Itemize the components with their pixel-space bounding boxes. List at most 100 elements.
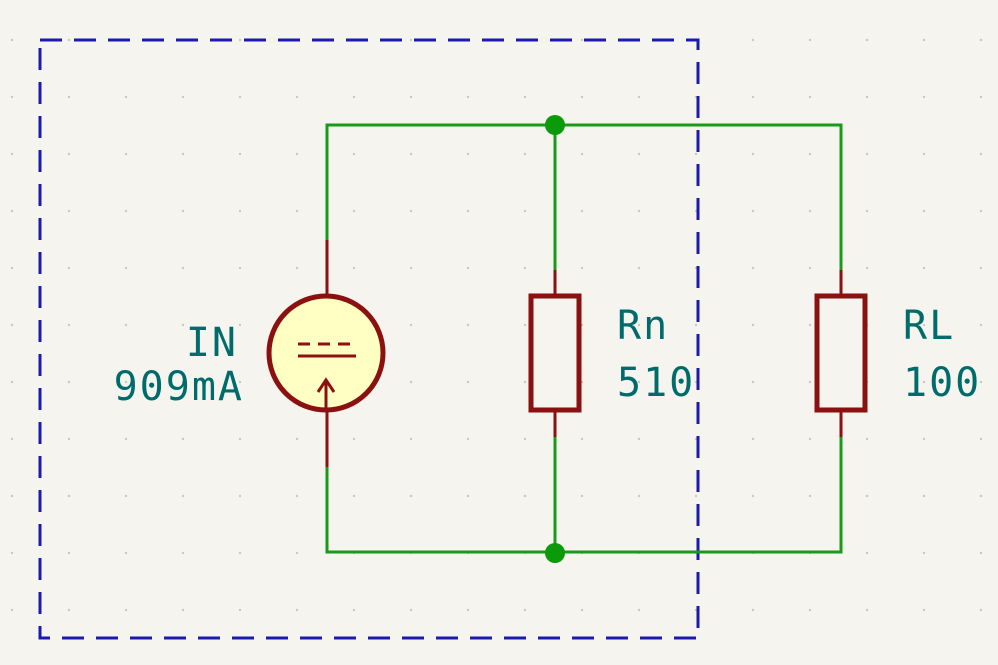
grid-dot (67, 437, 71, 441)
source-value-label: 909mA (114, 364, 244, 410)
grid-dot (124, 551, 128, 555)
current-source-symbol[interactable] (266, 240, 386, 467)
grid-dot (751, 494, 755, 498)
grid-dot (979, 266, 983, 270)
grid-dot (67, 209, 71, 213)
grid-dot (865, 437, 869, 441)
grid-dot (865, 266, 869, 270)
grid-dot (238, 266, 242, 270)
grid-dot (865, 95, 869, 99)
resistor-rl-symbol[interactable] (814, 270, 868, 437)
grid-dot (295, 95, 299, 99)
grid-dot (751, 152, 755, 156)
grid-dot (352, 209, 356, 213)
grid-dot (238, 551, 242, 555)
grid-dot (124, 380, 128, 384)
grid-dot (238, 152, 242, 156)
grid-dot (637, 95, 641, 99)
grid-dot (523, 494, 527, 498)
grid-dot (865, 38, 869, 42)
grid-dot (979, 437, 983, 441)
grid-dot (637, 266, 641, 270)
grid-dot (580, 608, 584, 612)
grid-dot (637, 209, 641, 213)
grid-dot (979, 209, 983, 213)
grid-dot (523, 209, 527, 213)
grid-dot (865, 608, 869, 612)
grid-dot (181, 209, 185, 213)
grid-dot (979, 494, 983, 498)
grid-dot (124, 608, 128, 612)
grid-dot (466, 494, 470, 498)
junction-top[interactable] (545, 115, 565, 135)
grid-dot (409, 209, 413, 213)
resistor-rn-symbol[interactable] (528, 270, 582, 437)
grid-dot (67, 551, 71, 555)
grid-dot (637, 380, 641, 384)
grid-dot (637, 494, 641, 498)
grid-dot (295, 551, 299, 555)
grid-dot (637, 437, 641, 441)
grid-dot (352, 95, 356, 99)
grid-dot (181, 380, 185, 384)
grid-dot (295, 266, 299, 270)
grid-dot (580, 494, 584, 498)
grid-dot (352, 437, 356, 441)
grid-dot (10, 437, 14, 441)
grid-dot (808, 209, 812, 213)
grid-dot (979, 551, 983, 555)
grid-dot (922, 266, 926, 270)
grid-dot (67, 380, 71, 384)
grid-dot (181, 152, 185, 156)
grid-dot (808, 266, 812, 270)
grid-dot (124, 95, 128, 99)
grid-dot (181, 494, 185, 498)
grid-dot (238, 38, 242, 42)
grid-dot (751, 95, 755, 99)
grid-dot (523, 323, 527, 327)
grid-dot (10, 494, 14, 498)
grid-dot (751, 266, 755, 270)
grid-dot (409, 494, 413, 498)
grid-dot (124, 266, 128, 270)
current-arrow-icon (316, 377, 336, 410)
grid-dot (466, 209, 470, 213)
grid-dot (238, 323, 242, 327)
grid-dot (979, 38, 983, 42)
grid-dot (466, 380, 470, 384)
grid-dot (295, 152, 299, 156)
grid-dot (979, 608, 983, 612)
norton-boundary-box (38, 38, 700, 640)
grid-dot (922, 38, 926, 42)
grid-dot (637, 152, 641, 156)
grid-dot (409, 266, 413, 270)
grid-dot (922, 437, 926, 441)
grid-dot (181, 323, 185, 327)
grid-dot (238, 437, 242, 441)
grid-dot (238, 380, 242, 384)
grid-dot (10, 551, 14, 555)
grid-dot (181, 608, 185, 612)
rn-ref-label: Rn (617, 303, 669, 349)
grid-dot (808, 323, 812, 327)
grid-dot (10, 380, 14, 384)
grid-dot (580, 209, 584, 213)
grid-dot (238, 95, 242, 99)
grid-dot (124, 437, 128, 441)
grid-dot (865, 551, 869, 555)
grid-dot (637, 323, 641, 327)
grid-dot (238, 209, 242, 213)
grid-dot (808, 380, 812, 384)
grid-dot (523, 266, 527, 270)
grid-dot (808, 494, 812, 498)
grid-dot (409, 608, 413, 612)
grid-dot (751, 323, 755, 327)
junction-bottom[interactable] (545, 543, 565, 563)
grid-dot (409, 437, 413, 441)
grid-dot (922, 551, 926, 555)
grid-dot (409, 95, 413, 99)
source-ref-label: IN (186, 320, 238, 366)
grid-dot (466, 266, 470, 270)
grid-dot (808, 95, 812, 99)
